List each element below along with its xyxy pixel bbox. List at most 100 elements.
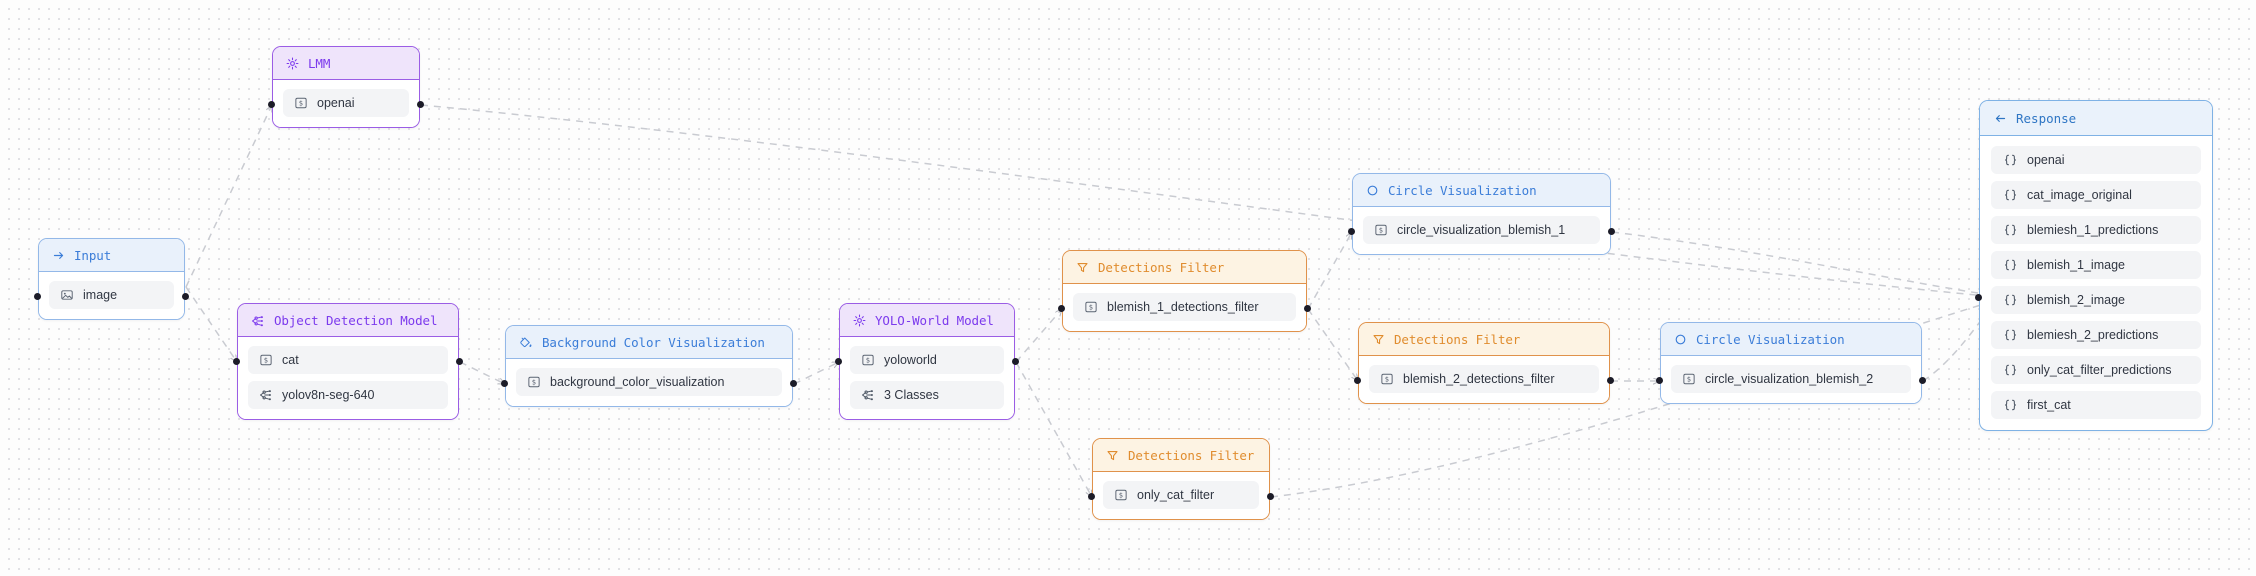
- node-input-port[interactable]: [1348, 228, 1355, 235]
- node-circle-visualization-blemish-2[interactable]: Circle Visualization $circle_visualizatio…: [1660, 322, 1922, 404]
- svg-text:$: $: [299, 100, 303, 108]
- node-title: Detections Filter: [1394, 332, 1521, 347]
- edge-circle1-to-response: [1611, 231, 1997, 296]
- response-output-item[interactable]: blemiesh_2_predictions: [1991, 321, 2201, 349]
- funnel-icon: [1106, 449, 1119, 462]
- node-output-port[interactable]: [417, 101, 424, 108]
- edge-input-to-object-detection-model: [185, 286, 237, 362]
- node-input-port[interactable]: [1656, 377, 1663, 384]
- node-detections-filter-only-cat[interactable]: Detections Filter$only_cat_filter: [1092, 438, 1270, 520]
- response-output-label: cat_image_original: [2027, 188, 2132, 202]
- node-row[interactable]: $ yoloworld: [850, 346, 1004, 374]
- node-background-color-visualization[interactable]: Background Color Visualization$backgroun…: [505, 325, 793, 407]
- response-input-port[interactable]: [1975, 294, 1982, 301]
- node-input[interactable]: Input image: [38, 238, 185, 320]
- node-row[interactable]: $circle_visualization_blemish_1: [1363, 216, 1600, 244]
- node-detections-filter-blemish-2[interactable]: Detections Filter $ blemish_2_detections_f…: [1358, 322, 1610, 404]
- node-detections-filter-blemish-1[interactable]: Detections Filter$blemish_1_detections_f…: [1062, 250, 1307, 332]
- node-output-port[interactable]: [1012, 358, 1019, 365]
- svg-text:$: $: [866, 357, 870, 365]
- node-output-port[interactable]: [182, 293, 189, 300]
- response-output-label: blemiesh_1_predictions: [2027, 223, 2159, 237]
- node-row-label: background_color_visualization: [550, 375, 725, 389]
- node-row-label: openai: [317, 96, 355, 110]
- node-frame: LMM $ openai: [272, 46, 420, 128]
- node-row-label: blemish_2_detections_filter: [1403, 372, 1555, 386]
- node-output-port[interactable]: [1607, 377, 1614, 384]
- node-row-label: circle_visualization_blemish_2: [1705, 372, 1874, 386]
- node-row-label: blemish_1_detections_filter: [1107, 300, 1259, 314]
- node-output-port[interactable]: [1919, 377, 1926, 384]
- edge-bgcolor-to-yoloworld: [793, 361, 839, 385]
- node-frame: Background Color Visualization$backgroun…: [505, 325, 793, 407]
- svg-text:$: $: [1089, 304, 1093, 312]
- node-row[interactable]: $ blemish_1_detections_filter: [1073, 293, 1296, 321]
- chip-icon: $: [1084, 300, 1098, 314]
- node-title: Circle Visualization: [1388, 183, 1537, 198]
- arrow-left-icon: [1994, 112, 2007, 125]
- node-row[interactable]: yolov8n-seg-640: [248, 381, 448, 409]
- node-row[interactable]: image: [49, 281, 174, 309]
- node-input-port[interactable]: [1088, 493, 1095, 500]
- braces-icon: [2003, 363, 2018, 377]
- node-header: Circle Visualization: [1661, 323, 1921, 356]
- response-output-label: first_cat: [2027, 398, 2071, 412]
- node-lmm[interactable]: LMM $ openai: [272, 46, 420, 128]
- response-output-label: only_cat_filter_predictions: [2027, 363, 2172, 377]
- response-output-item[interactable]: cat_image_original: [1991, 181, 2201, 209]
- response-header: Response: [1980, 101, 2212, 136]
- node-row[interactable]: $cat: [248, 346, 448, 374]
- node-row[interactable]: $ openai: [283, 89, 409, 117]
- node-body: image: [39, 272, 184, 319]
- node-input-port[interactable]: [233, 358, 240, 365]
- node-output-port[interactable]: [790, 380, 797, 387]
- node-row-label: only_cat_filter: [1137, 488, 1215, 502]
- response-output-item[interactable]: only_cat_filter_predictions: [1991, 356, 2201, 384]
- node-row[interactable]: $ blemish_2_detections_filter: [1369, 365, 1599, 393]
- node-header: LMM: [273, 47, 419, 80]
- braces-icon: [2003, 223, 2018, 237]
- node-title: Circle Visualization: [1696, 332, 1845, 347]
- node-row[interactable]: 3 Classes: [850, 381, 1004, 409]
- funnel-icon: [1372, 333, 1385, 346]
- edge-filter1-to-circle1: [1307, 232, 1352, 310]
- node-input-port[interactable]: [1354, 377, 1361, 384]
- response-output-list: openai cat_image_original blemiesh_1_predi…: [1980, 136, 2212, 430]
- node-body: $ blemish_1_detections_filter: [1063, 284, 1306, 331]
- node-input-port[interactable]: [1058, 305, 1065, 312]
- gear-icon: [853, 314, 866, 327]
- svg-text:$: $: [532, 379, 536, 387]
- node-input-port[interactable]: [268, 101, 275, 108]
- node-input-port[interactable]: [835, 358, 842, 365]
- node-title: Input: [74, 248, 112, 263]
- model-icon: [861, 388, 875, 402]
- edge-input-to-lmm: [185, 105, 273, 288]
- node-row-label: yoloworld: [884, 353, 937, 367]
- node-input-port[interactable]: [34, 293, 41, 300]
- edge-yoloworld-to-filter1: [1015, 309, 1062, 363]
- node-row[interactable]: $circle_visualization_blemish_2: [1671, 365, 1911, 393]
- response-output-item[interactable]: first_cat: [1991, 391, 2201, 419]
- node-output-port[interactable]: [456, 358, 463, 365]
- response-output-item[interactable]: blemish_1_image: [1991, 251, 2201, 279]
- response-output-item[interactable]: openai: [1991, 146, 2201, 174]
- svg-text:$: $: [1385, 376, 1389, 384]
- node-output-port[interactable]: [1608, 228, 1615, 235]
- response-output-item[interactable]: blemiesh_1_predictions: [1991, 216, 2201, 244]
- node-row[interactable]: $only_cat_filter: [1103, 481, 1259, 509]
- node-input-port[interactable]: [501, 380, 508, 387]
- node-output-port[interactable]: [1267, 493, 1274, 500]
- node-circle-visualization-blemish-1[interactable]: Circle Visualization $circle_visualizatio…: [1352, 173, 1611, 255]
- model-icon: [259, 388, 273, 402]
- node-row[interactable]: $ background_color_visualization: [516, 368, 782, 396]
- node-body: $circle_visualization_blemish_1: [1353, 207, 1610, 254]
- node-body: $ yoloworld 3 Classes: [840, 337, 1014, 419]
- node-output-port[interactable]: [1304, 305, 1311, 312]
- response-output-item[interactable]: blemish_2_image: [1991, 286, 2201, 314]
- braces-icon: [2003, 258, 2018, 272]
